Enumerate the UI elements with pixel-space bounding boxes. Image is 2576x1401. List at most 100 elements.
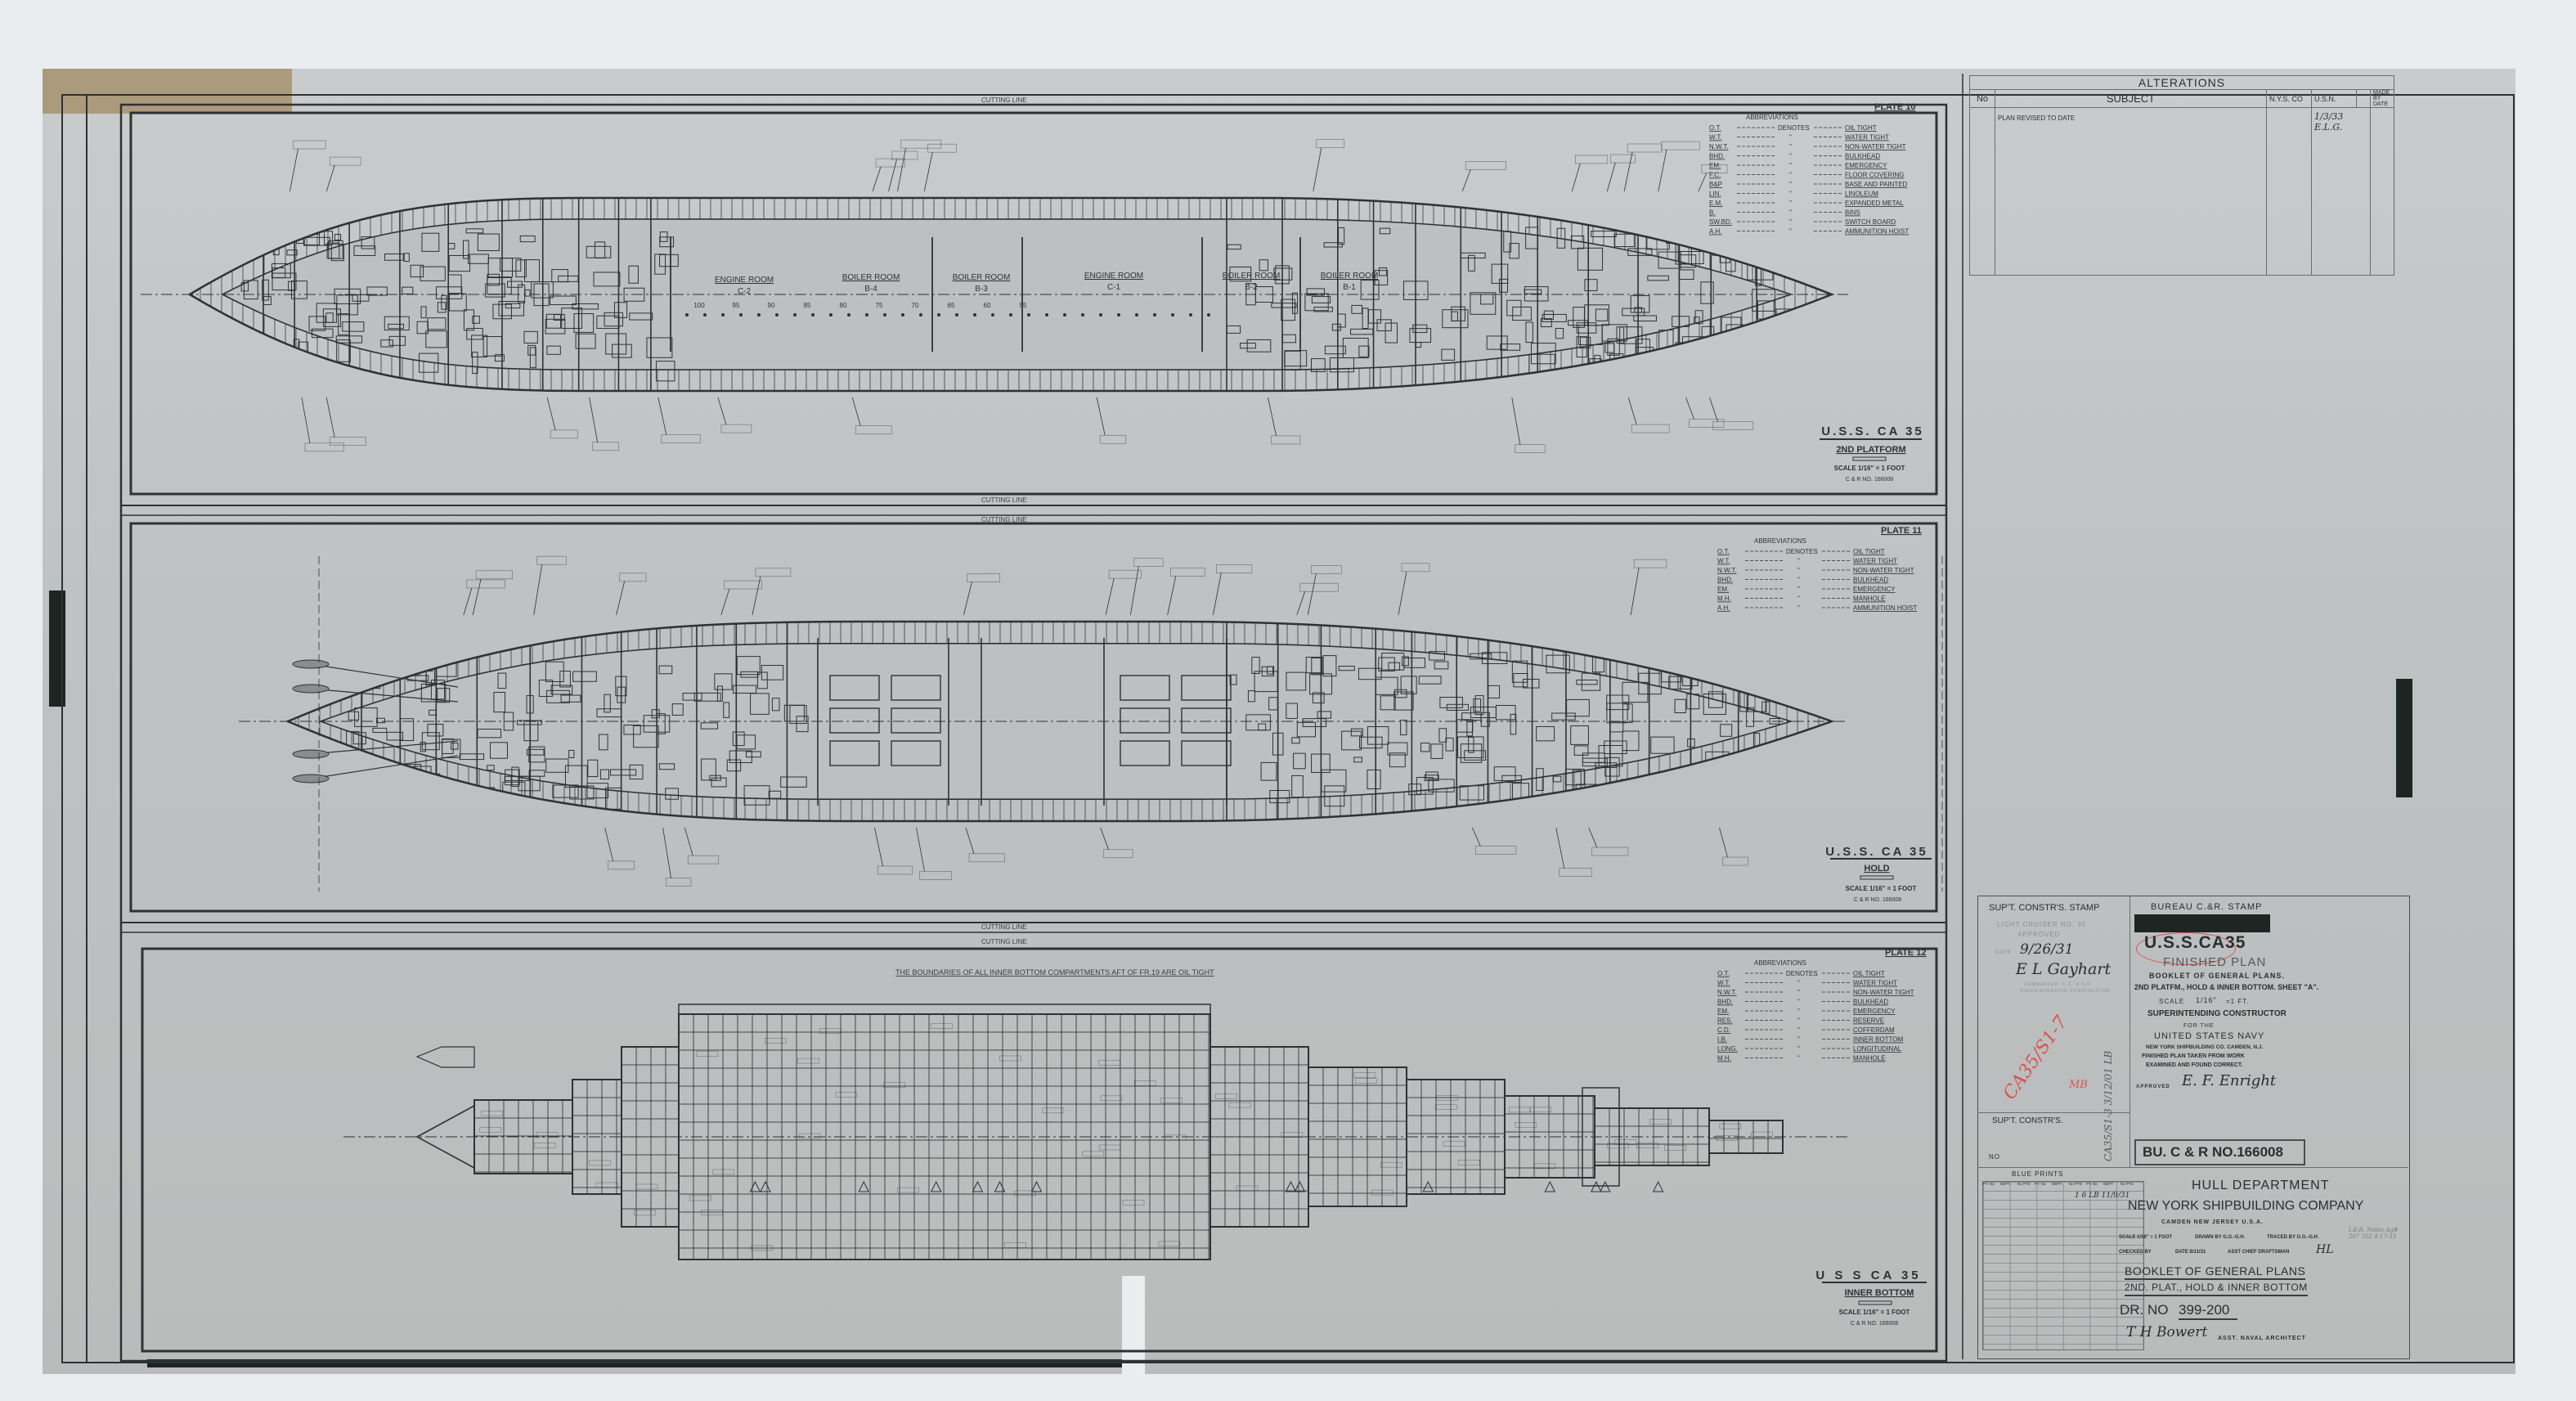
abbreviation-key: BHD.	[1717, 577, 1733, 584]
compartment	[1428, 779, 1455, 793]
compartment	[352, 732, 366, 745]
ditto-mark: "	[1789, 228, 1792, 236]
compartment	[1614, 233, 1635, 248]
room-id: C-2	[738, 287, 752, 296]
compartment	[796, 716, 809, 733]
compartment	[1755, 267, 1761, 286]
support-marker	[1285, 1180, 1297, 1192]
compartment	[354, 707, 378, 727]
cartouche-cr-no: C & R NO. 166008	[1846, 477, 1893, 483]
cartouche-view: INNER BOTTOM	[1845, 1288, 1914, 1298]
compartment	[1586, 788, 1606, 805]
compartment	[322, 308, 341, 327]
compartment	[1584, 279, 1598, 291]
magazine-bin	[829, 740, 880, 766]
ditto-mark: "	[1797, 980, 1800, 987]
compartment	[420, 741, 426, 752]
compartment	[1675, 661, 1685, 671]
compartment	[497, 672, 507, 689]
compartment	[463, 309, 474, 331]
callout-label	[1701, 164, 1728, 173]
abbreviation-value: SWITCH BOARD	[1845, 218, 1896, 226]
frame-station	[991, 313, 994, 317]
magazine-bin	[891, 707, 941, 734]
compartment	[1359, 736, 1383, 749]
tank-label	[883, 1082, 905, 1088]
magazine-bin	[1181, 675, 1232, 701]
plan-title: BOOKLET OF GENERAL PLANS	[2125, 1264, 2306, 1281]
tape-right	[2396, 679, 2412, 797]
leader-line	[1167, 576, 1177, 616]
frame-station	[1135, 313, 1138, 317]
callout-label	[1633, 559, 1667, 568]
compartment	[1536, 725, 1555, 742]
tank-label	[1004, 1242, 1026, 1248]
ditto-mark: "	[1789, 218, 1792, 226]
frame-station	[973, 313, 976, 317]
compartment	[1627, 248, 1653, 256]
cartouche-scale: SCALE 1/16" = 1 FOOT	[1839, 1309, 1910, 1316]
compartment	[515, 259, 527, 278]
compartment	[1466, 721, 1473, 737]
frame-station	[1153, 313, 1156, 317]
redaction-bar	[2134, 914, 2270, 932]
leader-line	[1685, 397, 1694, 420]
compartment	[1408, 784, 1422, 796]
compartment	[1350, 728, 1363, 737]
cartouche-ship: U.S.S. CA 35	[1821, 424, 1923, 438]
inner-bottom-block	[678, 1013, 1211, 1260]
compartment	[1595, 762, 1618, 768]
compartment	[693, 692, 721, 702]
compartment	[361, 236, 375, 249]
frame-station	[883, 313, 886, 317]
abbreviation-key: RES.	[1717, 1017, 1733, 1025]
abbreviation-value: BINS	[1845, 209, 1860, 217]
compartment	[1714, 234, 1726, 249]
compartment	[334, 233, 342, 241]
leader-line	[1588, 827, 1598, 848]
compartment	[1604, 757, 1620, 777]
frame-station	[1045, 313, 1048, 317]
frame-number: 95	[733, 302, 740, 309]
compartment	[1474, 695, 1484, 716]
frame-station	[829, 313, 832, 317]
compartment	[1604, 740, 1627, 754]
frame-number: 65	[948, 302, 955, 309]
leader-line	[1719, 827, 1728, 858]
compartment	[1622, 703, 1633, 723]
compartment	[1638, 672, 1662, 695]
alterations-col-usn: U.S.N.	[2311, 89, 2357, 108]
bp-col: DEPT.	[2052, 1182, 2062, 1186]
compartment	[243, 280, 258, 300]
compartment	[1728, 330, 1746, 347]
compartment	[1655, 354, 1672, 363]
bureau-sheet: 2ND PLATFM., HOLD & INNER BOTTOM. SHEET …	[2134, 983, 2319, 991]
abbreviations-title: ABBREVIATIONS	[1746, 114, 1798, 121]
compartment	[1555, 327, 1564, 339]
leader-line	[1100, 827, 1110, 850]
ditto-mark: "	[1789, 143, 1792, 150]
plate-12-cartouche: U S S CA 35 INNER BOTTOM SCALE 1/16" = 1…	[1815, 1269, 1927, 1327]
room-label: ENGINE ROOM	[1084, 272, 1143, 281]
compartment	[462, 240, 469, 259]
alterations-col-subject: SUBJECT	[1995, 89, 2267, 108]
compartment	[629, 312, 653, 321]
leader-line	[1105, 578, 1115, 616]
compartment	[1412, 324, 1428, 334]
callout-label	[1515, 444, 1546, 453]
compartment	[504, 775, 530, 782]
plate-10-frame	[129, 111, 1938, 496]
tank-label	[589, 1160, 611, 1166]
compartment	[659, 231, 668, 242]
compartment	[1317, 711, 1332, 719]
red-initials: MB	[2069, 1079, 2088, 1091]
alterations-col-no: No	[1969, 89, 1995, 108]
callout-label	[1099, 434, 1127, 444]
compartment	[1718, 347, 1744, 368]
compartment	[527, 344, 536, 356]
compartment	[1698, 655, 1717, 668]
compartment	[372, 727, 388, 734]
tank-label	[1607, 1143, 1629, 1149]
frame-number: 70	[912, 302, 919, 309]
compartment	[700, 722, 719, 730]
